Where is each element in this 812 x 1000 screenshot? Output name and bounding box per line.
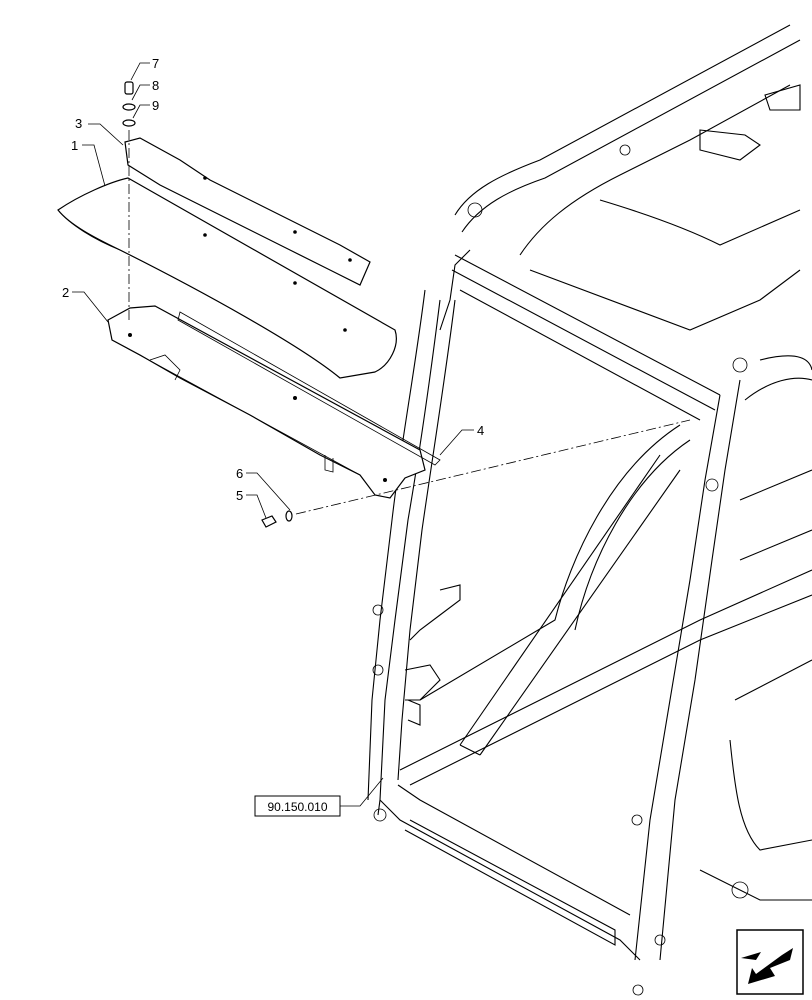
cab-frame [367, 24, 812, 961]
centerline-diagonal [295, 419, 691, 515]
reference-box[interactable]: 90.150.010 [254, 795, 341, 817]
callout-1: 1 [71, 138, 78, 153]
arrow-back-icon[interactable] [736, 929, 804, 995]
callout-8: 8 [152, 78, 159, 93]
cab-bolt-holes [372, 144, 749, 996]
callout-4: 4 [477, 423, 484, 438]
callout-7: 7 [152, 56, 159, 71]
fasteners-top [122, 81, 136, 127]
callout-6: 6 [236, 466, 243, 481]
fasteners-side [261, 510, 293, 528]
callout-labels: 7 8 9 3 1 2 4 6 5 [62, 56, 484, 503]
callout-3: 3 [75, 116, 82, 131]
callout-5: 5 [236, 488, 243, 503]
callout-leaders [72, 62, 474, 807]
part-1-cover-panel [57, 177, 397, 379]
part-3-trim-strip [124, 137, 371, 286]
callout-9: 9 [152, 98, 159, 113]
reference-label[interactable]: 90.150.010 [267, 800, 327, 814]
callout-2: 2 [62, 285, 69, 300]
